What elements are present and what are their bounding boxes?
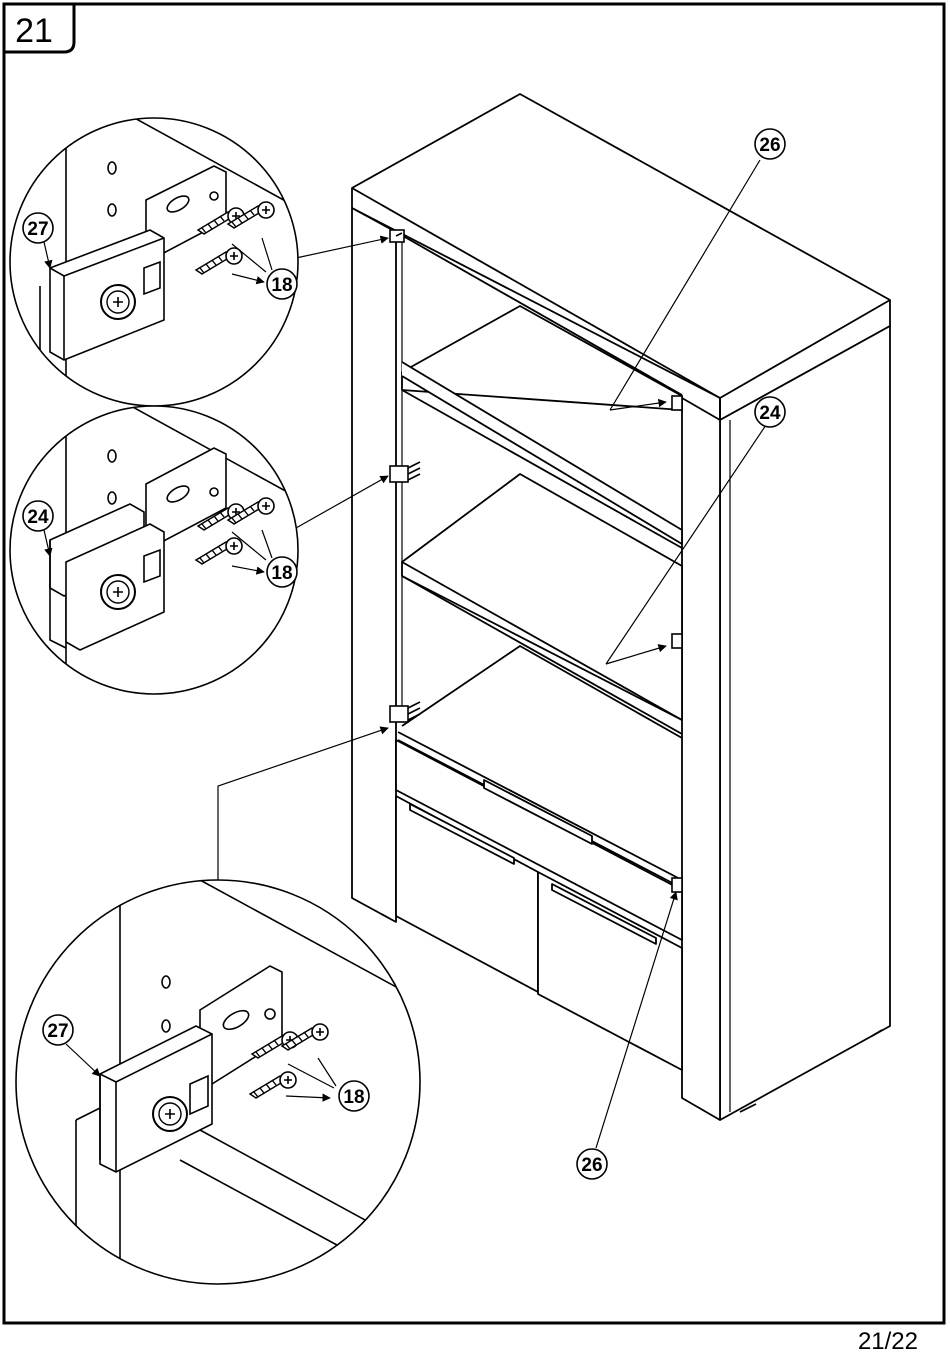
svg-text:18: 18 xyxy=(271,563,292,584)
page-number: 21/22 xyxy=(858,1328,918,1356)
svg-text:18: 18 xyxy=(343,1087,364,1108)
cabinet-side-panel xyxy=(720,326,890,1120)
cabinet xyxy=(352,94,890,1120)
callout-detail-middle-screws: 18 xyxy=(267,557,297,587)
callout-detail-bottom-screws: 18 xyxy=(339,1081,369,1111)
callout-shelf-holder: 24 xyxy=(755,397,785,427)
svg-text:18: 18 xyxy=(271,275,292,296)
svg-text:24: 24 xyxy=(759,403,781,424)
callout-glass-hinge-bottom: 26 xyxy=(577,1149,607,1179)
callout-detail-top-screws: 18 xyxy=(267,269,297,299)
step-number: 21 xyxy=(15,12,53,50)
svg-text:26: 26 xyxy=(759,135,780,156)
svg-text:27: 27 xyxy=(27,219,48,240)
cabinet-right-post xyxy=(682,398,720,1120)
detail-middle: 24 18 xyxy=(10,400,320,700)
detail-top: 27 18 xyxy=(10,110,320,420)
svg-text:24: 24 xyxy=(27,507,49,528)
cabinet-left-post xyxy=(352,208,396,922)
callout-glass-hinge-top: 26 xyxy=(755,129,785,159)
step-badge: 21 xyxy=(4,4,74,52)
detail-bottom: 27 18 xyxy=(16,880,420,1290)
svg-text:27: 27 xyxy=(47,1021,68,1042)
svg-text:26: 26 xyxy=(581,1155,602,1176)
